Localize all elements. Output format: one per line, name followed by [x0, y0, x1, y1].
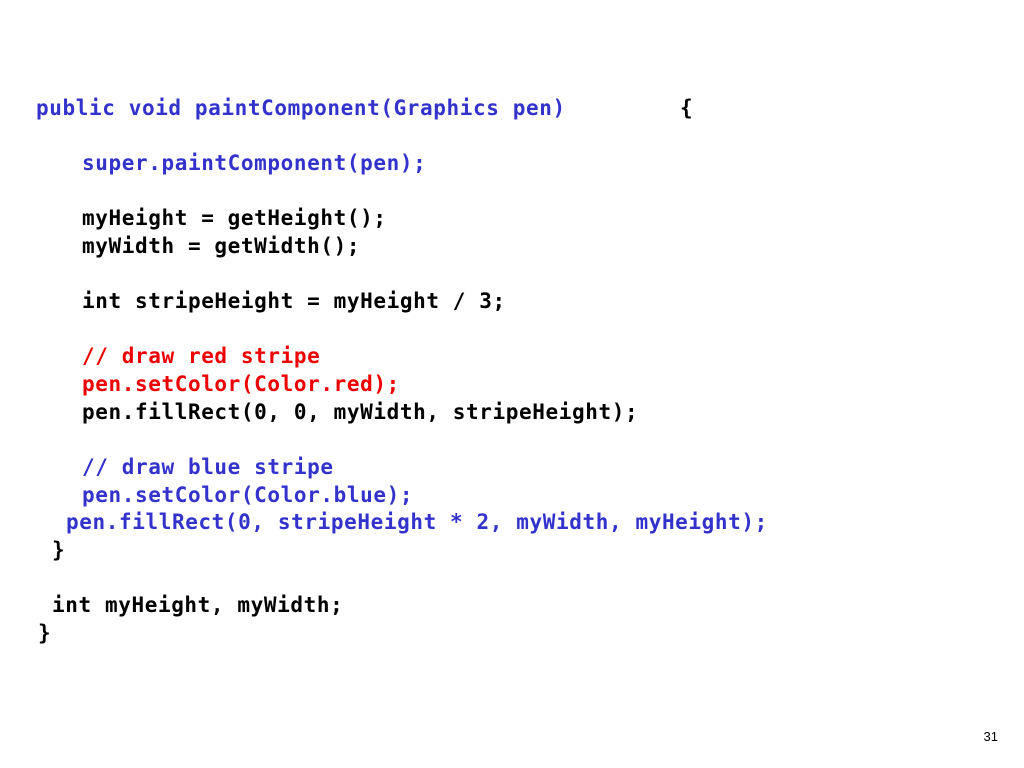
code-fill-blue: pen.fillRect(0, stripeHeight * 2, myWidt…: [66, 510, 768, 534]
code-method-close-brace: }: [52, 538, 66, 562]
code-set-color-red: pen.setColor(Color.red);: [82, 372, 400, 396]
code-field-decl: int myHeight, myWidth;: [52, 593, 344, 617]
code-method-signature: public void paintComponent(Graphics pen): [36, 96, 566, 120]
code-class-close-brace: }: [38, 621, 52, 645]
code-stripe-height-decl: int stripeHeight = myHeight / 3;: [82, 289, 506, 313]
code-height-assign: myHeight = getHeight();: [82, 206, 387, 230]
code-super-call: super.paintComponent(pen);: [82, 151, 427, 175]
code-fill-red: pen.fillRect(0, 0, myWidth, stripeHeight…: [82, 400, 639, 424]
code-method-open-brace: {: [680, 96, 694, 120]
code-width-assign: myWidth = getWidth();: [82, 234, 361, 258]
code-set-color-blue: pen.setColor(Color.blue);: [82, 483, 414, 507]
code-red-comment: // draw red stripe: [82, 344, 321, 368]
code-blue-comment: // draw blue stripe: [82, 455, 334, 479]
page-number: 31: [983, 729, 998, 744]
